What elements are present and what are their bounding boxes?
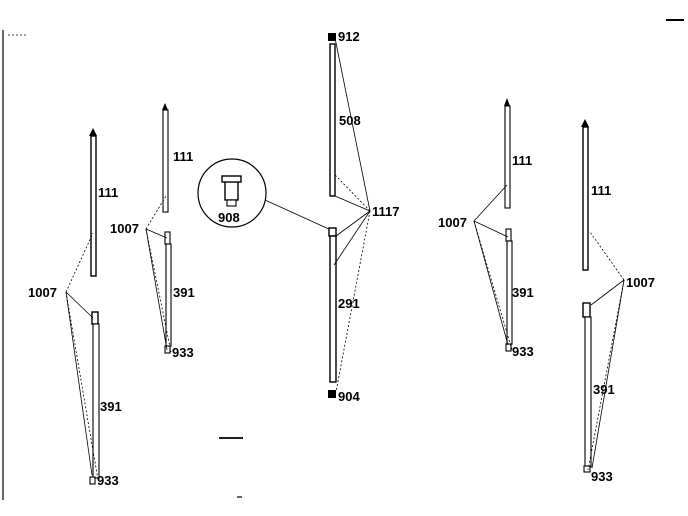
label-d-508: 508 (339, 113, 361, 128)
label-d-1117: 1117 (372, 204, 400, 219)
assembly-e: 111 1007 391 933 (438, 98, 534, 359)
label-e-111: 111 (512, 153, 532, 168)
assembly-d: 912 508 1117 291 904 (328, 29, 400, 404)
assembly-b: 111 1007 391 933 (110, 103, 195, 360)
label-b-111: 111 (173, 149, 193, 164)
label-d-291: 291 (338, 296, 360, 311)
label-f-933: 933 (591, 469, 613, 484)
label-a-391: 391 (100, 399, 122, 414)
detail-908: 908 (197, 158, 332, 231)
assembly-f: 111 1007 391 933 (581, 119, 655, 484)
label-e-391: 391 (512, 285, 534, 300)
label-e-933: 933 (512, 344, 534, 359)
label-b-933: 933 (172, 345, 194, 360)
label-f-1007: 1007 (626, 275, 655, 290)
label-d-912: 912 (338, 29, 360, 44)
label-d-904: 904 (338, 389, 360, 404)
label-a-1007: 1007 (28, 285, 57, 300)
label-b-1007: 1007 (110, 221, 139, 236)
label-f-111: 111 (591, 183, 611, 198)
assembly-a: 111 1007 391 933 (28, 128, 122, 488)
label-b-391: 391 (173, 285, 195, 300)
label-e-1007: 1007 (438, 215, 467, 230)
label-a-111: 111 (98, 185, 118, 200)
label-a-933: 933 (97, 473, 119, 488)
label-c-908: 908 (218, 210, 240, 225)
frame-marks (2, 19, 684, 500)
label-f-391: 391 (593, 382, 615, 397)
